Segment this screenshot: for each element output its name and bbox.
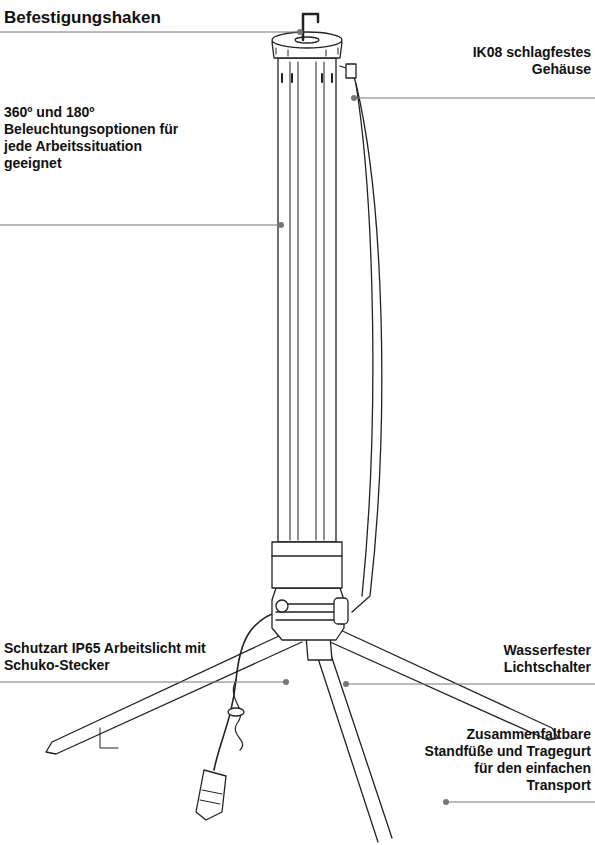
hook <box>303 14 318 40</box>
leader-dot <box>297 29 303 35</box>
leader-line <box>348 684 595 685</box>
hook-label: Befestigungshaken <box>4 7 244 28</box>
protection-label: Schutzart IP65 Arbeitslicht mit Schuko-S… <box>4 640 226 674</box>
strap <box>340 66 382 612</box>
lighting-label: 360º und 180º Beleuchtungsoptionen für j… <box>4 104 194 172</box>
switch-label: Wasserfester Lichtschalter <box>476 642 591 676</box>
leader-line <box>356 98 595 99</box>
front-leg <box>312 640 392 842</box>
leader-dot <box>351 95 357 101</box>
leader-dot <box>443 799 449 805</box>
cable-gland <box>276 600 288 612</box>
leader-line <box>448 802 595 803</box>
light-switch <box>334 598 348 624</box>
leader-line <box>0 225 279 226</box>
base <box>272 588 344 640</box>
leader-dot <box>278 222 284 228</box>
housing-label: IK08 schlagfestes Gehäuse <box>451 44 591 78</box>
schuko-plug <box>196 770 226 820</box>
lamp-tube <box>278 58 336 542</box>
cable <box>214 610 282 770</box>
leader-line <box>0 682 284 683</box>
legs-label: Zusammenfaltbare Standfüße und Tragegurt… <box>409 726 591 794</box>
leader-line <box>0 32 298 33</box>
leader-dot <box>343 681 349 687</box>
sleeve <box>272 542 342 588</box>
leader-dot <box>283 679 289 685</box>
